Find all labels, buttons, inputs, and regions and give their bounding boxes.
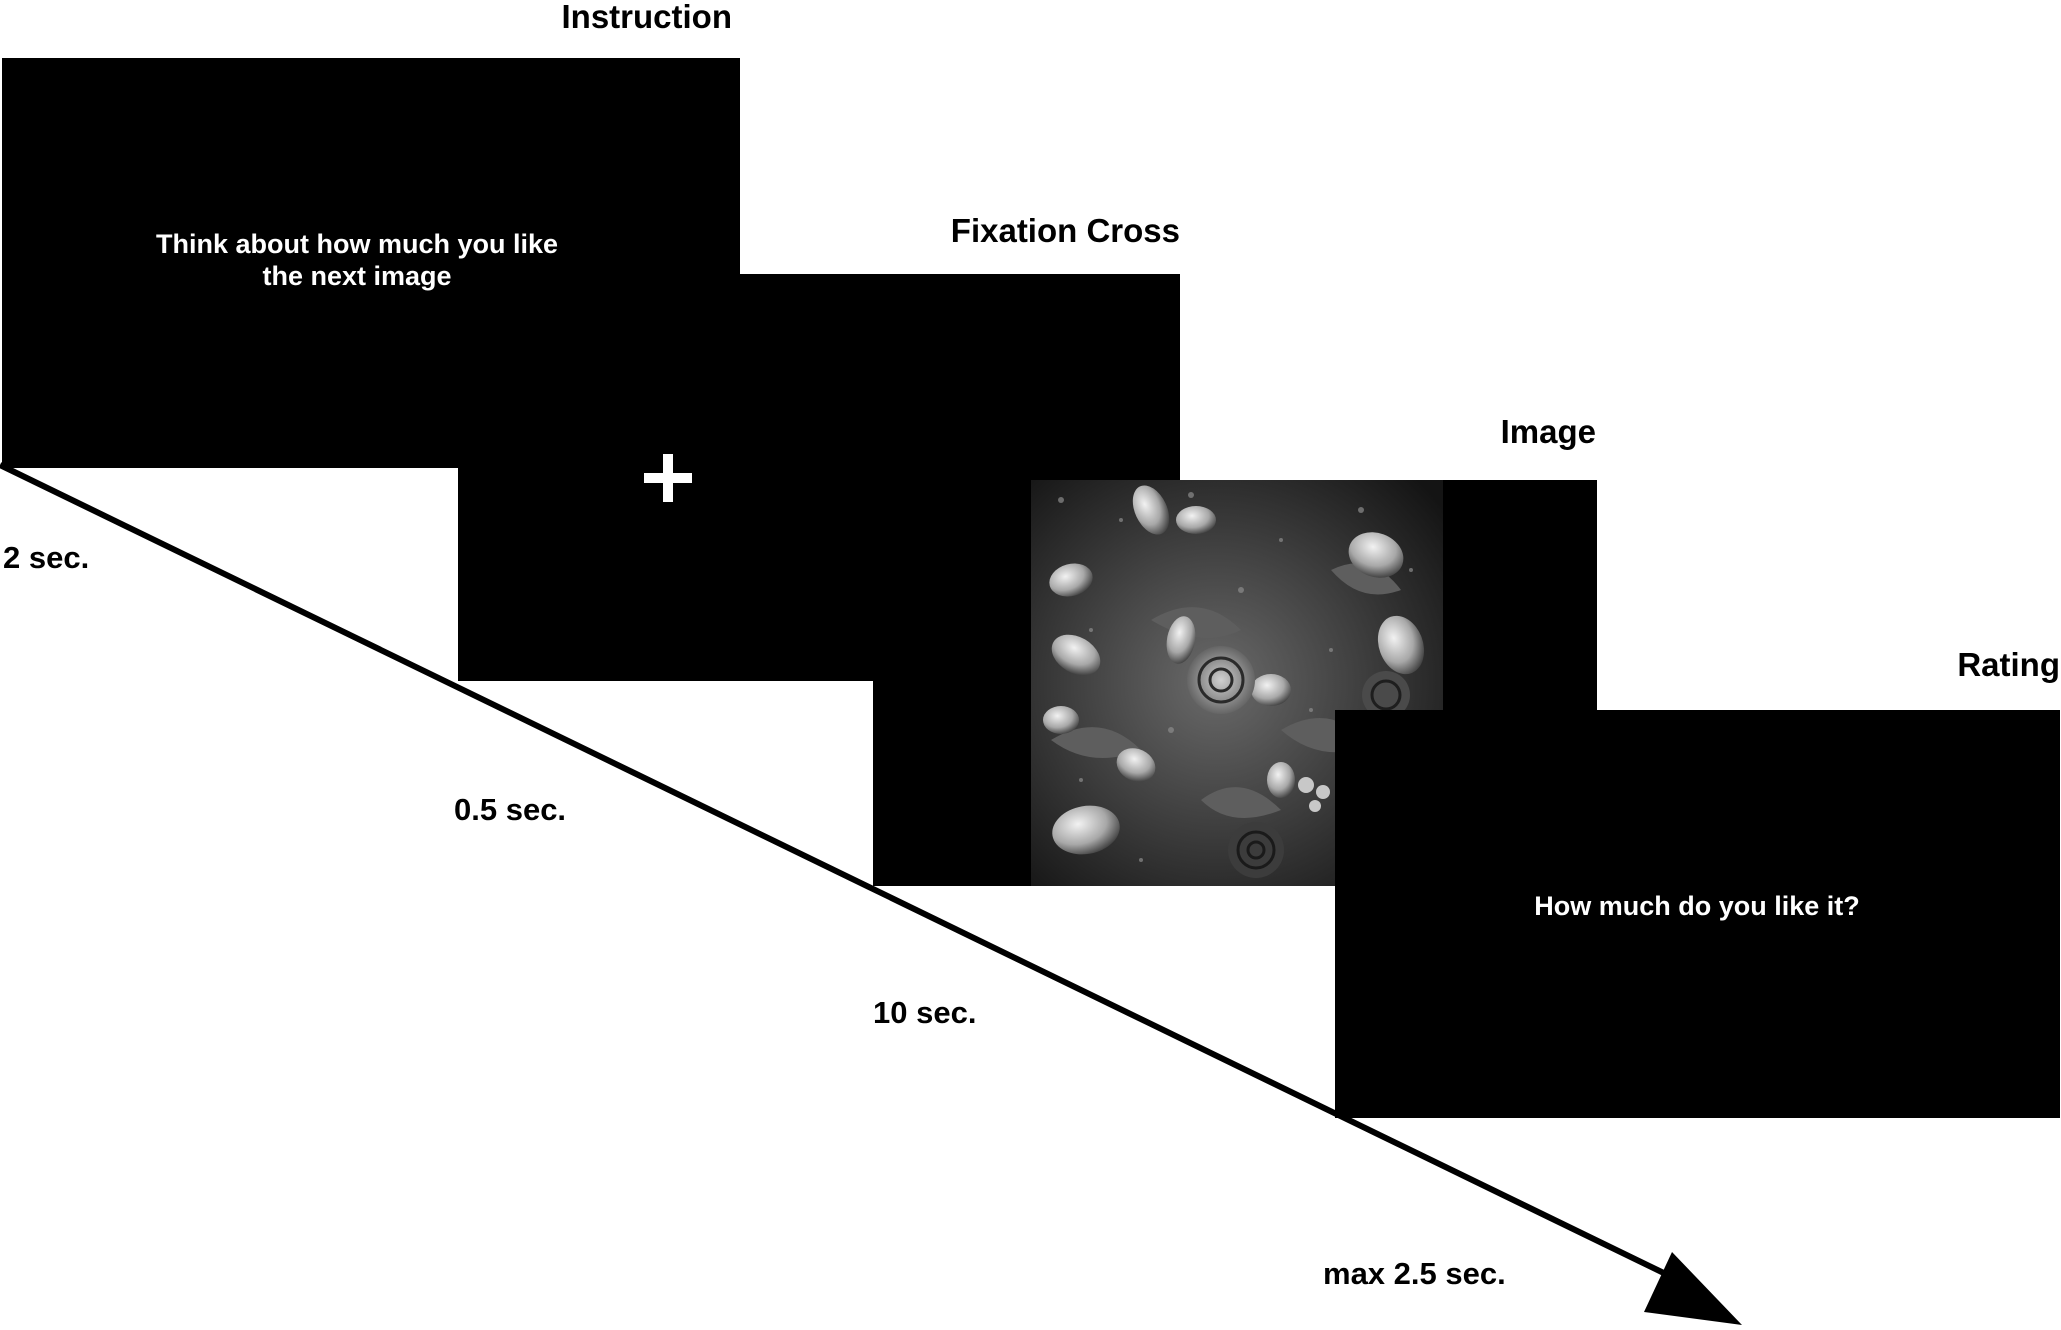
stage-title-image: Image — [1500, 413, 1596, 450]
timeline-arrowhead — [1644, 1252, 1742, 1325]
stage-title-rating: Rating — [1957, 646, 2060, 683]
rating-screen: How much do you like it? — [1335, 710, 2060, 1118]
stage-title-fixation-cross: Fixation Cross — [950, 212, 1180, 249]
timeline-line — [0, 462, 1674, 1280]
image-screen — [873, 480, 1597, 886]
duration-instruction: 2 sec. — [3, 540, 90, 575]
stage-title-instruction: Instruction — [561, 0, 733, 35]
duration-rating: max 2.5 sec. — [1323, 1256, 1506, 1291]
instruction-text: Think about how much you like the next i… — [155, 229, 559, 292]
fixation-cross-icon — [644, 454, 692, 502]
duration-image: 10 sec. — [873, 995, 977, 1030]
rating-question: How much do you like it? — [1534, 891, 1860, 921]
duration-fixation: 0.5 sec. — [454, 792, 567, 827]
